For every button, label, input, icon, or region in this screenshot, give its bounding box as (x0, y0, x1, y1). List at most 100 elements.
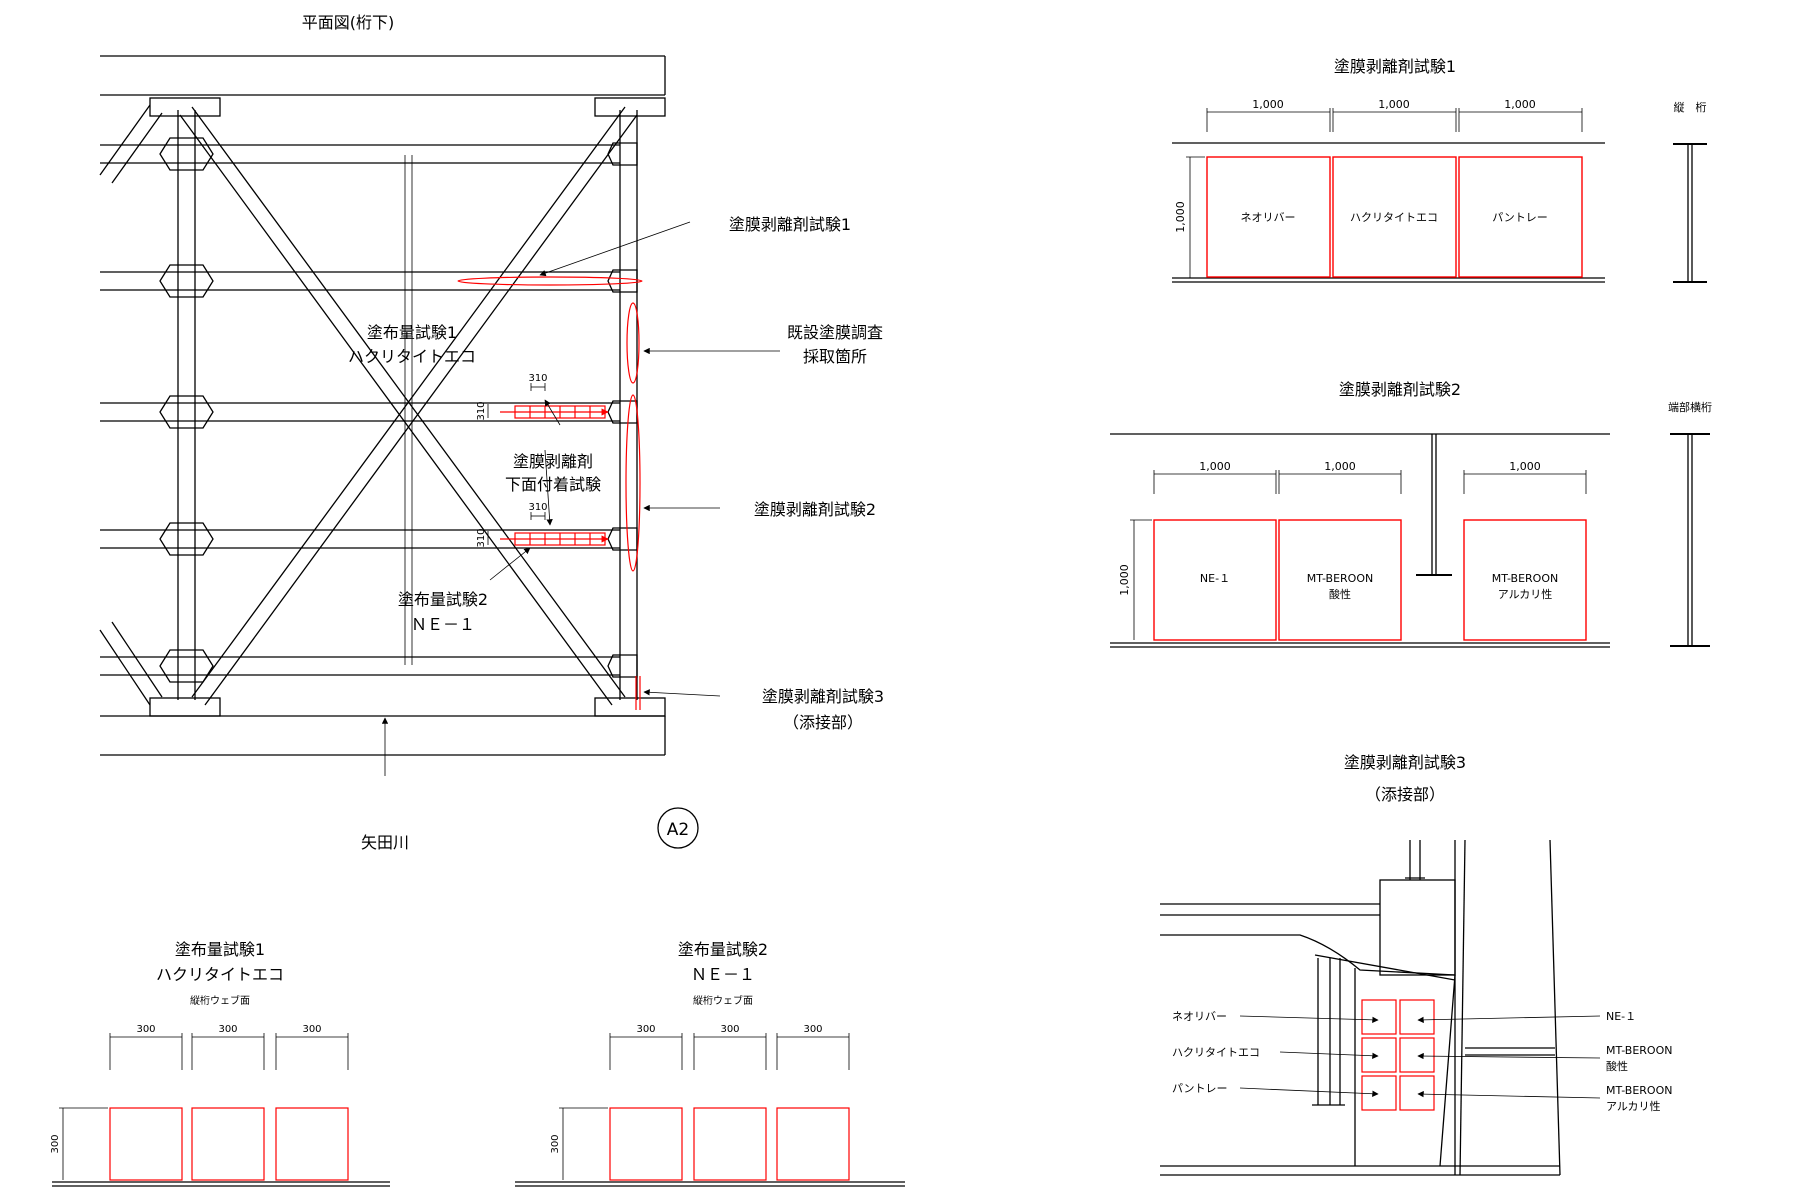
detail3-structure (1160, 839, 1561, 1176)
underside-test-strip-2 (500, 532, 609, 546)
callout-peel-test-1: 塗膜剥離剤試験1 (729, 215, 851, 234)
plan-cross-beams (100, 144, 620, 676)
coverage1-panel-3 (275, 1107, 349, 1181)
detail2-panel-2-label-2: 酸性 (1329, 587, 1351, 601)
detail1-panel-1-label: ネオリバー (1241, 211, 1296, 224)
plan-view: 平面図(桁下) (99, 13, 884, 852)
callout-existing-coating-line2: 採取箇所 (803, 347, 867, 366)
detail3-left-label-2: ハクリタイトエコ (1172, 1046, 1260, 1059)
detail1-dimensions: 1,000 1,000 1,000 1,000 (1174, 98, 1583, 278)
dim-310-side: 310 (476, 401, 487, 420)
plan-leader-lines (381, 221, 780, 776)
callout-peel-test-3-line1: 塗膜剥離剤試験3 (762, 687, 884, 706)
river-label: 矢田川 (361, 833, 409, 852)
callout-coverage-test-2-line2: ＮＥ－１ (411, 615, 475, 634)
detail1-panel-3-label: パントレー (1492, 211, 1548, 224)
detail-coverage-test-2: 塗布量試験2 ＮＥ－１ 縦桁ウェブ面 300 300 300 300 (515, 940, 905, 1187)
detail-peel-test-1: 塗膜剥離剤試験1 1,000 1,000 1,000 1,000 ネオリバー (1172, 57, 1707, 283)
plan-lateral-bracing (99, 104, 638, 706)
detail3-test-grid (1361, 999, 1435, 1111)
detail3-right-label-3a: MT-BEROON (1606, 1084, 1672, 1097)
detail1-dim-1: 1,000 (1252, 98, 1284, 111)
coverage2-subtitle: 縦桁ウェブ面 (693, 994, 753, 1007)
detail1-title: 塗膜剥離剤試験1 (1334, 57, 1456, 76)
coverage2-dim-1: 300 (636, 1024, 655, 1035)
underside-test-strip-1 (500, 405, 609, 419)
detail2-panel-1: NE-１ (1153, 519, 1277, 641)
detail2-dim-2: 1,000 (1324, 460, 1356, 473)
detail1-dim-3: 1,000 (1504, 98, 1536, 111)
coverage2-dimensions: 300 300 300 300 (550, 1024, 850, 1180)
detail1-dim-h: 1,000 (1174, 201, 1187, 233)
detail2-ibeam-section: 端部横桁 (1668, 400, 1712, 647)
callout-peel-test-3-line2: （添接部） (783, 713, 863, 732)
dim-310-top: 310 (528, 373, 547, 384)
detail3-left-label-1: ネオリバー (1172, 1010, 1227, 1023)
detail2-dim-1: 1,000 (1199, 460, 1231, 473)
coverage1-title-line2: ハクリタイトエコ (156, 965, 284, 984)
detail3-title-line1: 塗膜剥離剤試験3 (1344, 753, 1466, 772)
coverage2-panel-2 (693, 1107, 767, 1181)
callout-existing-coating-line1: 既設塗膜調査 (787, 323, 883, 342)
detail2-panel-2: MT-BEROON 酸性 (1278, 519, 1402, 641)
coverage2-dim-2: 300 (720, 1024, 739, 1035)
detail2-section-label: 端部横桁 (1668, 400, 1712, 414)
coverage2-dim-3: 300 (803, 1024, 822, 1035)
coverage1-dim-3: 300 (302, 1024, 321, 1035)
detail3-left-label-3: パントレー (1172, 1082, 1228, 1095)
detail3-title-line2: （添接部） (1365, 785, 1445, 804)
detail1-ibeam-section: 縦 桁 (1673, 100, 1707, 283)
coverage1-dim-1: 300 (136, 1024, 155, 1035)
detail3-leaders (1239, 1015, 1601, 1099)
detail3-right-label-2b: 酸性 (1606, 1059, 1628, 1073)
callout-peel-test-2: 塗膜剥離剤試験2 (754, 500, 876, 519)
callout-underside-test-line1: 塗膜剥離剤 (513, 452, 593, 471)
detail-coverage-test-1: 塗布量試験1 ハクリタイトエコ 縦桁ウェブ面 300 300 300 300 (50, 940, 390, 1187)
plan-test-areas (457, 276, 643, 710)
detail1-panel-2: ハクリタイトエコ (1332, 156, 1457, 278)
detail-peel-test-3: 塗膜剥離剤試験3 （添接部） (1160, 753, 1672, 1176)
callout-underside-test-line2: 下面付着試験 (505, 475, 601, 494)
detail1-dim-2: 1,000 (1378, 98, 1410, 111)
plan-dimension-310: 310 310 310 310 (476, 373, 548, 548)
coverage2-title-line2: ＮＥ－１ (691, 965, 755, 984)
coverage2-panel-3 (776, 1107, 850, 1181)
detail2-panel-3: MT-BEROON アルカリ性 (1463, 519, 1587, 641)
coverage1-dim-2: 300 (218, 1024, 237, 1035)
coverage1-dimensions: 300 300 300 300 (50, 1024, 349, 1180)
detail1-panel-3: パントレー (1458, 156, 1583, 278)
plan-gusset-plates (159, 137, 638, 683)
coverage1-subtitle: 縦桁ウェブ面 (190, 994, 250, 1007)
plan-stringers (177, 110, 638, 700)
detail1-panel-2-label: ハクリタイトエコ (1350, 211, 1438, 224)
callout-coverage-test-2-line1: 塗布量試験2 (398, 590, 488, 609)
plan-title: 平面図(桁下) (302, 13, 395, 32)
detail-peel-test-2: 塗膜剥離剤試験2 1,000 1,000 1,000 1,000 (1110, 380, 1712, 648)
detail2-panel-2-label-1: MT-BEROON (1307, 572, 1373, 585)
detail2-dim-3: 1,000 (1509, 460, 1541, 473)
coverage1-dim-h: 300 (50, 1134, 61, 1153)
dim-310-side-2: 310 (476, 528, 487, 547)
coverage1-panel-1 (109, 1107, 183, 1181)
detail2-panel-3-label-1: MT-BEROON (1492, 572, 1558, 585)
plan-bearings (149, 97, 666, 717)
coverage2-panel-1 (609, 1107, 683, 1181)
detail3-right-label-1: NE-１ (1606, 1010, 1636, 1023)
detail2-panel-1-label: NE-１ (1200, 572, 1230, 585)
detail1-section-label: 縦 桁 (1674, 100, 1707, 114)
pier-marker-a2: A2 (657, 807, 699, 849)
detail2-title: 塗膜剥離剤試験2 (1339, 380, 1461, 399)
detail1-panel-1: ネオリバー (1206, 156, 1331, 278)
coverage2-title-line1: 塗布量試験2 (678, 940, 768, 959)
coverage1-panel-2 (191, 1107, 265, 1181)
coverage1-title-line1: 塗布量試験1 (175, 940, 265, 959)
detail3-right-label-3b: アルカリ性 (1606, 1099, 1661, 1113)
detail2-dim-h: 1,000 (1118, 564, 1131, 596)
callout-coverage-test-1-line1: 塗布量試験1 (367, 323, 457, 342)
detail2-stiffener (1416, 434, 1452, 576)
detail2-dimensions: 1,000 1,000 1,000 1,000 (1118, 460, 1587, 640)
pier-marker-label: A2 (667, 820, 689, 840)
detail3-right-label-2a: MT-BEROON (1606, 1044, 1672, 1057)
dim-310-top-2: 310 (528, 502, 547, 513)
